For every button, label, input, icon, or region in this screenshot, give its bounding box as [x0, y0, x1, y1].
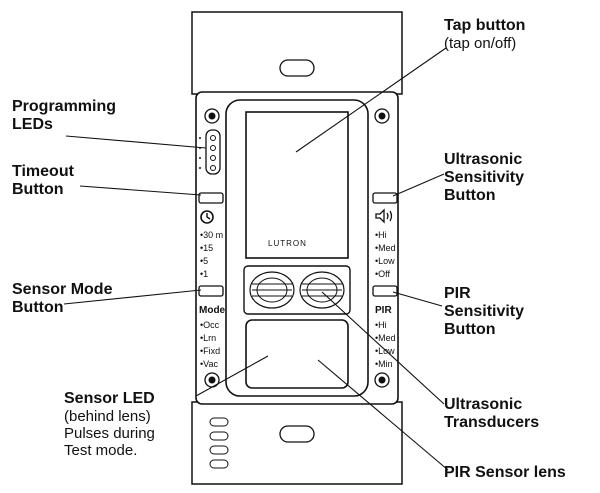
- bottom-mounting-strap: [191, 401, 403, 485]
- pir-sensitivity-button[interactable]: [372, 285, 398, 297]
- timeout-option: •1: [200, 269, 208, 279]
- ultrasonic-transducers-label: Ultrasonic Transducers: [444, 396, 540, 431]
- mode-heading: Mode: [199, 305, 226, 316]
- top-mounting-strap: [191, 11, 403, 95]
- brand-logo: LUTRON: [268, 239, 307, 248]
- pir-heading: PIR: [375, 305, 392, 316]
- ultrasonic-sensitivity-button-label: Ultrasonic Sensitivity Button: [444, 151, 525, 204]
- ultrasonic-option: •Hi: [375, 230, 387, 240]
- pir-option: •Min: [375, 359, 393, 369]
- programming-leds: [199, 129, 221, 175]
- pir-sensitivity-button-label: PIR Sensitivity Button: [444, 285, 525, 338]
- timeout-option: •5: [200, 256, 208, 266]
- mode-option: •Fixd: [200, 346, 220, 356]
- speaker-icon: [375, 208, 393, 224]
- mode-option: •Occ: [200, 320, 220, 330]
- pir-option: •Low: [375, 346, 395, 356]
- pir-sensor-lens: [245, 319, 349, 389]
- timeout-option: •30 m: [200, 230, 223, 240]
- ultrasonic-option: •Low: [375, 256, 395, 266]
- clock-icon: [200, 210, 214, 224]
- sensor-led-label: Sensor LED (behind lens) Pulses during T…: [64, 390, 155, 459]
- leader-lines: [63, 47, 449, 471]
- ultrasonic-option: •Med: [375, 243, 396, 253]
- ultrasonic-option: •Off: [375, 269, 390, 279]
- pir-sensor-lens-label: PIR Sensor lens: [444, 464, 566, 481]
- timeout-button[interactable]: [198, 192, 224, 204]
- mode-option: •Lrn: [200, 333, 216, 343]
- tap-button[interactable]: [245, 111, 349, 259]
- timeout-button-label: Timeout Button: [12, 163, 74, 198]
- sensor-mode-button-label: Sensor Mode Button: [12, 281, 113, 316]
- sensor-mode-button[interactable]: [198, 285, 224, 297]
- pir-option: •Hi: [375, 320, 387, 330]
- pir-option: •Med: [375, 333, 396, 343]
- timeout-option: •15: [200, 243, 213, 253]
- ultrasonic-transducers: [243, 265, 351, 315]
- tap-button-label: Tap button (tap on/off): [444, 17, 526, 52]
- mode-option: •Vac: [200, 359, 218, 369]
- programming-leds-label: Programming LEDs: [12, 98, 117, 133]
- ultrasonic-sensitivity-button[interactable]: [372, 192, 398, 204]
